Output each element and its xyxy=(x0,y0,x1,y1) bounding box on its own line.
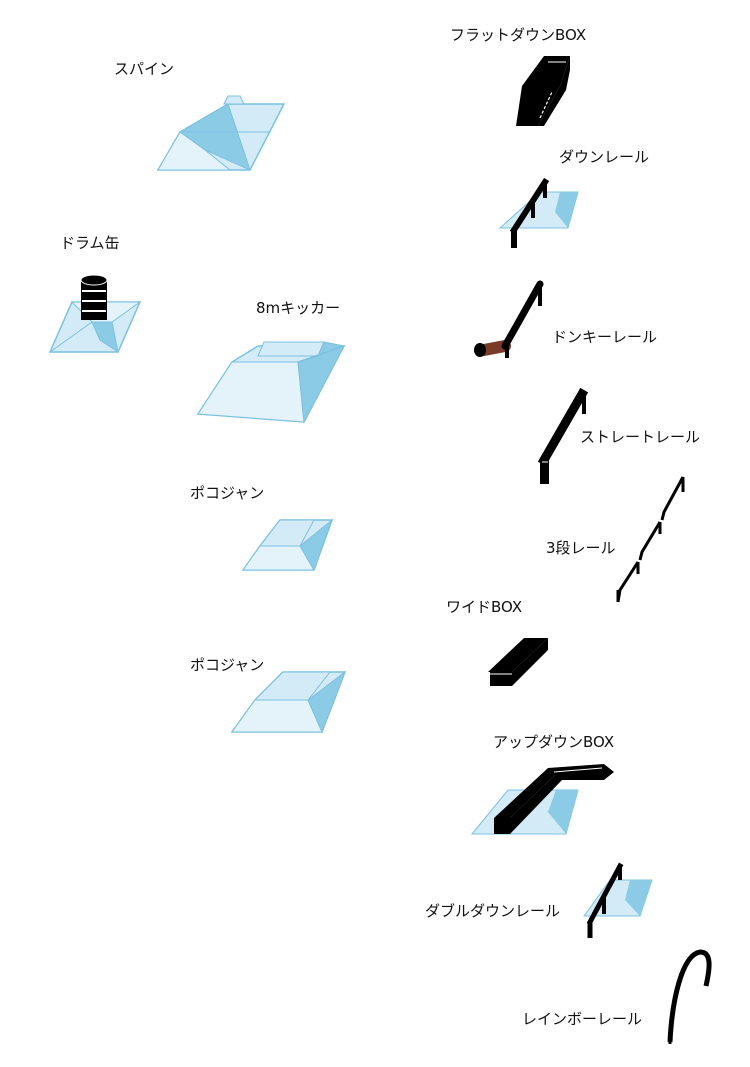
label-updown-box: アップダウンBOX xyxy=(493,733,615,751)
updown-box xyxy=(470,764,614,835)
label-three-step-rail: 3段レール xyxy=(546,539,616,557)
pogo-jump-2 xyxy=(230,670,347,734)
rainbow-rail xyxy=(667,949,712,1044)
label-drum: ドラム缶 xyxy=(60,234,120,252)
label-double-down-rail: ダブルダウンレール xyxy=(425,902,561,920)
double-down-rail xyxy=(583,862,653,938)
label-pogo-2: ポコジャン xyxy=(190,656,265,674)
label-spine: スパイン xyxy=(114,60,175,78)
spine-ramp xyxy=(156,95,286,171)
three-step-rail xyxy=(616,476,685,603)
label-flat-down-box: フラットダウンBOX xyxy=(450,26,587,44)
wide-box xyxy=(488,638,548,686)
down-rail xyxy=(498,177,579,248)
label-wide-box: ワイドBOX xyxy=(446,598,523,616)
donkey-rail xyxy=(474,280,544,358)
label-donkey-rail: ドンキーレール xyxy=(552,328,658,346)
pogo-jump-1 xyxy=(241,518,334,572)
straight-rail xyxy=(537,387,589,484)
label-straight-rail: ストレートレール xyxy=(580,428,701,446)
label-rainbow-rail: レインボーレール xyxy=(522,1010,643,1028)
label-down-rail: ダウンレール xyxy=(559,148,650,166)
flat-down-box xyxy=(516,56,570,126)
label-kicker: 8mキッカー xyxy=(256,299,341,317)
drum-can-obstacle xyxy=(48,274,142,354)
label-pogo-1: ポコジャン xyxy=(190,484,265,502)
kicker-ramp xyxy=(196,341,346,424)
